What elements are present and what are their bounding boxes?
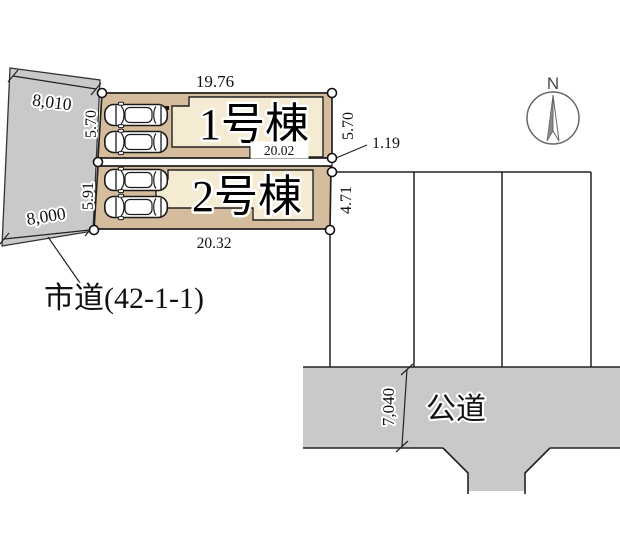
corner-marker — [324, 224, 336, 236]
south-road-shape — [303, 367, 620, 448]
dim-b1-west-depth: 5.70 — [83, 110, 100, 138]
stem-right-edge — [524, 447, 551, 494]
building-1-width-label: 20.02 — [264, 143, 294, 158]
stem-left-edge — [442, 447, 469, 494]
dim-south-road-width: 7,040 — [379, 388, 398, 426]
dim-top-width: 19.76 — [196, 72, 234, 91]
corner-marker — [326, 87, 338, 99]
car-icon — [104, 101, 169, 129]
b1-width-label-box — [250, 141, 309, 159]
corner-markers — [88, 87, 338, 236]
building-1-entry-dot — [165, 106, 169, 110]
corner-marker — [326, 166, 338, 178]
corner-marker — [92, 156, 104, 168]
corner-marker — [96, 87, 108, 99]
dim-b2-east-depth: 4.71 — [338, 186, 355, 214]
corner-marker — [88, 224, 100, 236]
dimension-lines — [0, 69, 414, 453]
west-road-label: 市道(42-1-1) — [44, 282, 204, 315]
south-road-stem — [443, 448, 550, 491]
south-road-label: 公道 — [426, 393, 486, 426]
corner-marker — [326, 152, 338, 164]
compass-icon — [526, 91, 580, 145]
dim-east-jog: 1.19 — [372, 135, 400, 152]
building-2-label: 2号棟 — [192, 172, 302, 221]
north-label: N — [547, 74, 559, 93]
car-icon — [104, 193, 169, 221]
dim-b2-west-depth: 5.91 — [80, 182, 97, 210]
dim-b1-east-depth: 5.70 — [340, 112, 357, 140]
building-2-width-label: 20.32 — [197, 235, 232, 252]
car-icon — [104, 166, 169, 194]
car-icon — [104, 128, 169, 156]
